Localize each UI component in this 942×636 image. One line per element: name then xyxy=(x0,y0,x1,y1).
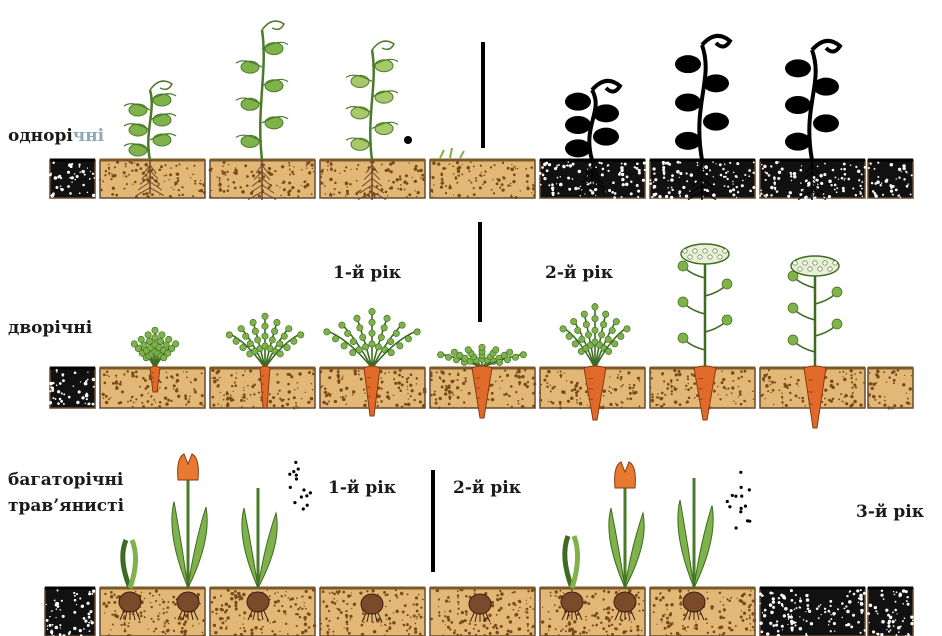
soil-block xyxy=(650,588,756,636)
perennial-tulip-flowering-2 xyxy=(609,462,644,588)
biennial-seeding-plant xyxy=(788,256,842,368)
soil-block xyxy=(99,160,206,199)
perennial-bulb-4 xyxy=(561,592,583,620)
biennial-flowering-plant xyxy=(678,244,732,368)
perennial-dormant-bulb-1 xyxy=(361,594,383,622)
biennial-spring-leaves xyxy=(560,303,630,368)
annual-dead-seedling xyxy=(565,81,620,160)
perennial-seeds-2 xyxy=(726,471,752,530)
dead-soil-block xyxy=(45,588,95,636)
perennial-tulip-flowering-1 xyxy=(172,454,207,588)
annual-seed xyxy=(404,136,412,144)
perennial-tulip-seeding-2 xyxy=(678,478,713,588)
perennial-sprout-1 xyxy=(123,540,136,588)
dead-soil-block xyxy=(868,160,913,198)
annual-mature-plant xyxy=(236,21,288,160)
soil-block xyxy=(867,368,913,410)
biennial-winter-leaves xyxy=(437,344,526,368)
perennial-bulb-1 xyxy=(119,592,141,620)
perennial-sprout-2 xyxy=(565,536,578,588)
dead-soil-block xyxy=(759,588,866,636)
perennial-bulb-6 xyxy=(683,592,705,620)
annual-dead-seeding xyxy=(785,41,840,160)
perennial-dormant-bulb-2 xyxy=(469,594,491,622)
annual-new-sprouts xyxy=(440,148,464,158)
dead-soil-block xyxy=(49,368,95,408)
dead-soil-block xyxy=(49,160,95,198)
annual-seeding-plant xyxy=(346,41,398,160)
perennial-seeds-1 xyxy=(288,461,312,511)
annual-seedling xyxy=(124,81,176,160)
biennial-young-leaves xyxy=(226,313,304,368)
perennial-bulb-2 xyxy=(177,592,199,620)
biennial-rosette-leaves xyxy=(324,308,421,368)
biennial-seedling-leaves xyxy=(131,327,179,368)
perennial-tulip-seeding-1 xyxy=(242,488,277,588)
annual-dead-mature xyxy=(675,36,730,160)
perennial-bulb-3 xyxy=(247,592,269,620)
dead-soil-block xyxy=(867,588,914,636)
soil-block xyxy=(429,160,535,199)
perennial-bulb-5 xyxy=(614,592,636,620)
